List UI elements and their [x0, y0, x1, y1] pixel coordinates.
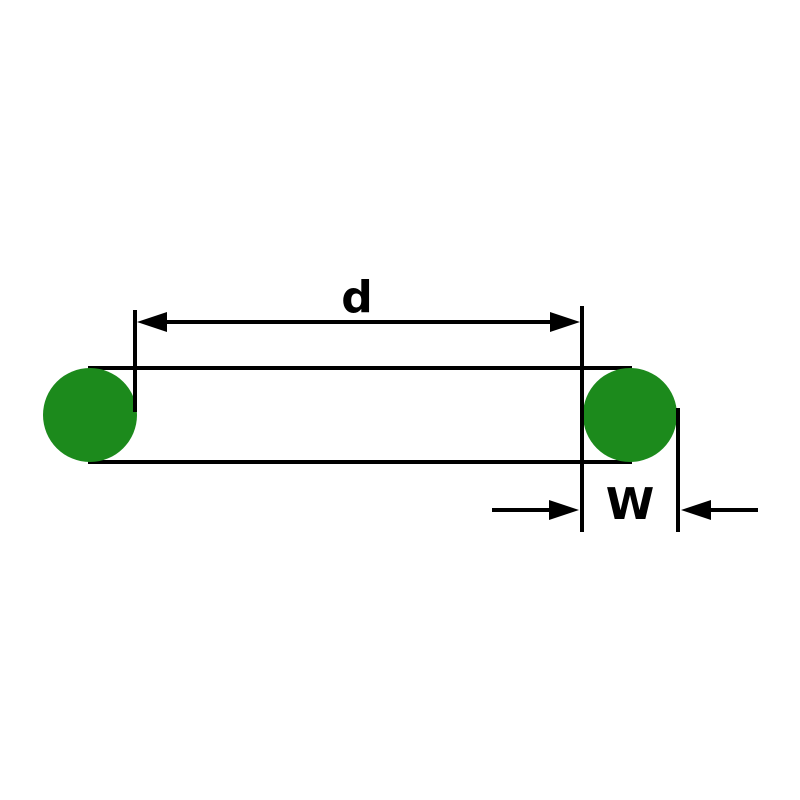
- oring-right-cross-section: [583, 368, 677, 462]
- oring-left-cross-section: [43, 368, 137, 462]
- arrowhead-w-left-icon: [549, 500, 579, 520]
- arrowhead-d-right-icon: [550, 312, 580, 332]
- arrowhead-w-right-icon: [681, 500, 711, 520]
- dimension-label-d: d: [341, 272, 373, 323]
- arrowhead-d-left-icon: [137, 312, 167, 332]
- dimension-label-w: W: [606, 479, 655, 530]
